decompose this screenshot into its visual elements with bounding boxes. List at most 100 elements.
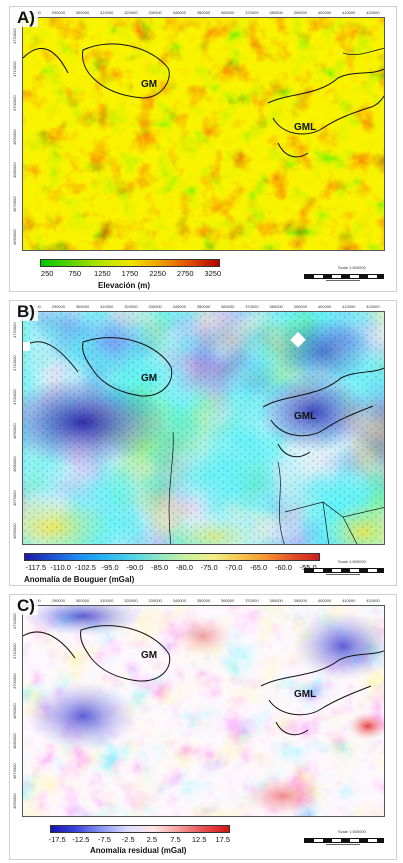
colorbar-title-elevation: Elevación (m) [98, 281, 151, 290]
x-tick-label: 340000 [172, 598, 186, 603]
colorbar-ticks-bouguer: -117.5-110.0-102.5-95.0-90.0-85.0-80.0-7… [24, 563, 320, 573]
x-tick-label: 350000 [196, 304, 211, 309]
scale-label: Scale 1:500000 [338, 829, 366, 834]
scale-bar-subbar [326, 574, 360, 575]
x-tick-label: 310000 [100, 598, 114, 603]
x-tick-label: 310000 [100, 304, 114, 309]
y-tick-label: 4670000 [12, 196, 17, 212]
x-tick-label: 360000 [221, 598, 235, 603]
y-tick-label: 4710000 [12, 355, 17, 372]
colorbar-tick-label: -12.5 [72, 835, 90, 844]
x-tick-label: 370000 [245, 304, 259, 309]
x-tick-label: 390000 [293, 10, 307, 15]
x-tick-label: 410000 [342, 304, 356, 309]
y-tick-label: 4690000 [12, 128, 17, 145]
y-tick-label: 4720000 [12, 28, 17, 44]
colorbar-tick-label: -55.0 [300, 563, 317, 572]
x-tick-label: 390000 [293, 598, 307, 603]
x-tick-label: 400000 [317, 10, 332, 15]
colorbar-tick-label: 12.5 [191, 835, 207, 844]
x-tick-label: 290000 [51, 598, 65, 603]
y-tick-label: 4660000 [12, 793, 17, 809]
region-label-gml: GML [294, 689, 317, 700]
x-tick-label: 320000 [124, 304, 138, 309]
colorbar-tick-label: -110.0 [50, 563, 71, 572]
y-tick-label: 4670000 [12, 763, 17, 779]
scale-label: Scale 1:500000 [338, 559, 366, 564]
colorbar-tick-label: 2.5 [146, 835, 158, 844]
y-tick-label: 4680000 [12, 733, 17, 749]
x-tick-label: 320000 [124, 598, 138, 603]
x-tick-label: 310000 [100, 10, 114, 15]
colorbar-tick-label: 250 [40, 269, 54, 278]
x-tick-label: 290000 [51, 10, 65, 15]
panel-label-c: C) [16, 597, 38, 615]
x-tick-label: 340000 [172, 10, 186, 15]
x-tick-label: 420000 [366, 10, 380, 15]
x-tick-label: 400000 [317, 304, 332, 309]
x-tick-label: 360000 [221, 10, 235, 15]
x-tick-label: 410000 [342, 10, 356, 15]
y-tick-label: 4700000 [12, 95, 17, 111]
x-tick-label: 370000 [245, 10, 259, 15]
x-axis-ticks: 2800002900003000003100003200003300003400… [22, 10, 385, 18]
scale-bar-subbar [326, 280, 360, 281]
x-tick-label: 380000 [269, 10, 283, 15]
x-tick-label: 390000 [293, 304, 307, 309]
colorbar-tick-label: -65.0 [250, 563, 268, 572]
region-label-gm: GM [141, 373, 158, 384]
y-tick-label: 4710000 [12, 61, 17, 78]
panel-residual: 2800002900003000003100003200003300003400… [9, 594, 397, 860]
scale-bar-graphic [304, 274, 384, 279]
x-tick-label: 380000 [269, 598, 283, 603]
colorbar-tick-label: -70.0 [225, 563, 243, 572]
colorbar-elevation [40, 259, 220, 267]
panel-label-b: B) [16, 303, 38, 321]
panel-elevation: 2800002900003000003100003200003300003400… [9, 6, 397, 292]
y-tick-label: 4690000 [12, 703, 17, 719]
colorbar-tick-label: -7.5 [98, 835, 111, 844]
y-tick-label: 4660000 [12, 229, 17, 246]
x-tick-label: 380000 [269, 304, 283, 309]
colorbar-tick-label: 7.5 [170, 835, 181, 844]
colorbar-tick-label: -90.0 [126, 563, 144, 572]
colorbar-ticks-residual: -17.5 -12.5 -7.5 -2.5 2.5 7.5 12.5 17.5 [48, 835, 231, 845]
y-tick-label: 4680000 [12, 162, 17, 179]
region-label-gml: GML [294, 411, 317, 422]
colorbar-tick-label: -17.5 [48, 835, 66, 844]
colorbar-title-residual: Anomalía residual (mGal) [90, 846, 187, 855]
colorbar-tick-label: 2750 [176, 269, 194, 278]
x-tick-label: 300000 [75, 304, 90, 309]
x-tick-label: 400000 [317, 598, 332, 603]
colorbar-tick-label: 17.5 [215, 835, 231, 844]
y-tick-label: 4690000 [12, 422, 17, 439]
scale-label: Scale 1:500000 [338, 265, 366, 270]
x-tick-label: 370000 [245, 598, 259, 603]
colorbar-tick-label: 3250 [204, 269, 222, 278]
x-tick-label: 360000 [221, 304, 235, 309]
y-axis-ticks: 4720000 4710000 4700000 4690000 4680000 46700… [12, 17, 21, 252]
scale-bar-subbar [326, 844, 360, 845]
x-tick-label: 330000 [148, 598, 162, 603]
x-tick-label: 420000 [366, 304, 380, 309]
residual-anomaly-map [22, 605, 385, 817]
region-label-gm: GM [141, 79, 158, 90]
y-tick-label: 4720000 [12, 322, 17, 338]
y-tick-label: 4700000 [12, 389, 17, 405]
x-tick-label: 420000 [366, 598, 380, 603]
scale-bar-graphic [304, 838, 384, 843]
y-tick-label: 4660000 [12, 523, 17, 540]
colorbar-tick-label: -95.0 [101, 563, 119, 572]
panel-bouguer: 2800002900003000003100003200003300003400… [9, 300, 397, 586]
colorbar-tick-label: 750 [68, 269, 82, 278]
colorbar-tick-label: -2.5 [121, 835, 135, 844]
x-tick-label: 300000 [75, 598, 90, 603]
x-tick-label: 330000 [148, 304, 162, 309]
scale-bar: Scale 1:500000 [302, 559, 384, 581]
x-tick-label: 330000 [148, 10, 162, 15]
y-tick-label: 4710000 [12, 643, 17, 659]
colorbar-tick-label: -75.0 [200, 563, 218, 572]
x-tick-label: 290000 [51, 304, 65, 309]
